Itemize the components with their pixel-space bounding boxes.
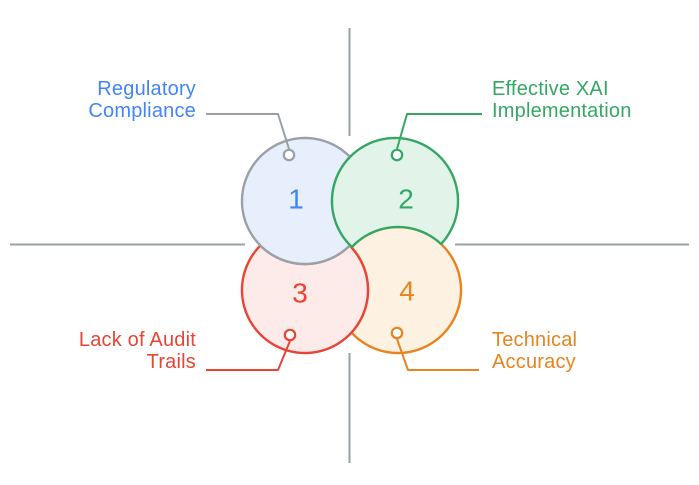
circle-3-number: 3 [292, 278, 308, 309]
circle-1-number: 1 [288, 184, 304, 215]
circle-4-number: 4 [399, 276, 415, 307]
connector-3 [206, 340, 291, 371]
label-effective-xai-implementation: Effective XAI Implementation [492, 78, 632, 122]
label-line: Trails [146, 351, 196, 373]
label-line: Effective XAI [492, 78, 609, 100]
label-line: Lack of Audit [78, 329, 196, 351]
circle-2-shape [330, 136, 460, 249]
label-line: Technical [492, 329, 578, 351]
label-regulatory-compliance: Regulatory Compliance [88, 78, 196, 122]
connector-dot-3 [283, 328, 297, 342]
connector-dot-2 [390, 148, 404, 162]
label-lack-of-audit-trails: Lack of Audit Trails [79, 329, 196, 373]
connector-dot-1 [282, 148, 296, 162]
connector-2 [396, 113, 482, 150]
label-line: Regulatory [97, 78, 196, 100]
connector-4 [396, 338, 479, 371]
label-line: Implementation [492, 100, 632, 122]
label-technical-accuracy: Technical Accuracy [492, 329, 577, 373]
label-line: Compliance [88, 100, 196, 122]
circle-2-number: 2 [398, 184, 414, 215]
connector-1 [206, 113, 290, 150]
label-line: Accuracy [492, 351, 576, 373]
connector-dot-4 [390, 326, 404, 340]
